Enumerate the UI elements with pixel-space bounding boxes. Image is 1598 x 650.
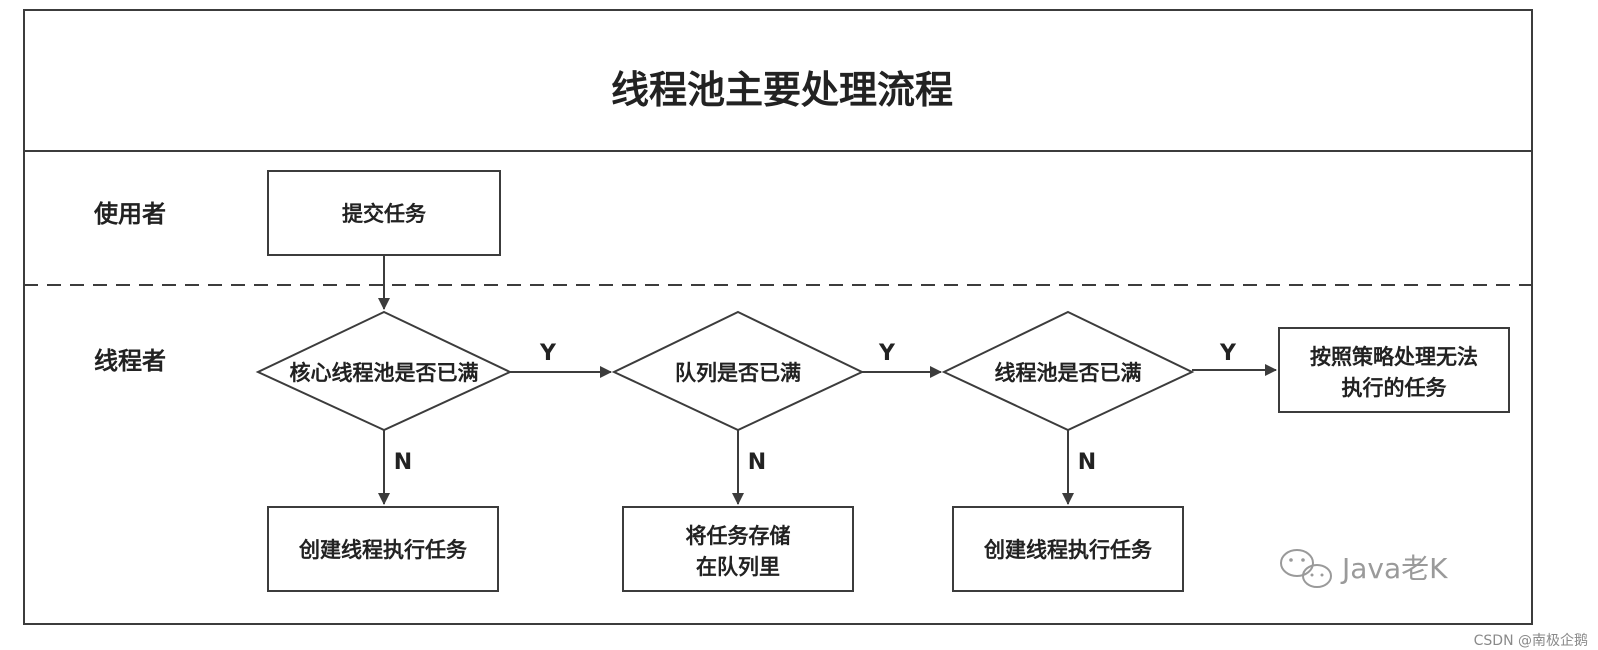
create-thread-label-2: 创建线程执行任务 [983, 538, 1153, 562]
lane-label-user: 使用者 [93, 200, 166, 228]
store-queue-label-line2: 在队列里 [696, 555, 780, 579]
edge-label-n2: N [748, 450, 766, 475]
core-pool-full-label: 核心线程池是否已满 [290, 361, 479, 385]
reject-policy-node: 按照策略处理无法 执行的任务 [1278, 327, 1510, 413]
edge-label-n1: N [394, 450, 412, 475]
create-thread-node-2: 创建线程执行任务 [952, 506, 1184, 592]
edge-label-y1: Y [539, 341, 557, 366]
lane-label-thread: 线程者 [94, 347, 166, 375]
create-thread-label-1: 创建线程执行任务 [298, 538, 468, 562]
queue-full-decision: 队列是否已满 [611, 310, 865, 432]
store-queue-label-line1: 将任务存储 [686, 524, 791, 548]
wechat-icon [1280, 549, 1332, 588]
store-queue-node: 将任务存储 在队列里 [622, 506, 854, 592]
edge-label-y3: Y [1219, 341, 1237, 366]
submit-task-label: 提交任务 [342, 202, 427, 226]
submit-task-node: 提交任务 [267, 170, 501, 256]
pool-full-decision: 线程池是否已满 [941, 310, 1195, 432]
edge-label-y2: Y [878, 341, 896, 366]
pool-full-label: 线程池是否已满 [995, 361, 1142, 385]
reject-policy-label-line2: 执行的任务 [1342, 376, 1448, 400]
edge-label-n3: N [1078, 450, 1096, 475]
create-thread-node-1: 创建线程执行任务 [267, 506, 499, 592]
queue-full-label: 队列是否已满 [675, 361, 801, 385]
reject-policy-label-line1: 按照策略处理无法 [1310, 345, 1478, 369]
outer-frame [23, 9, 1533, 625]
csdn-credit: CSDN @南极企鹅 [1474, 632, 1588, 649]
diagram-title: 线程池主要处理流程 [611, 68, 953, 112]
watermark-text: Java老K [1340, 552, 1448, 585]
core-pool-full-decision: 核心线程池是否已满 [255, 310, 513, 432]
